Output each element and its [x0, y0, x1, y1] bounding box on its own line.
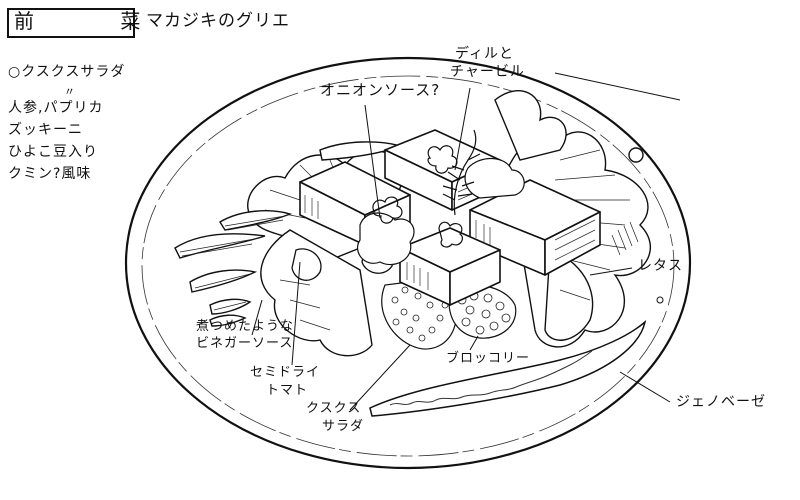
leader-lines	[251, 72, 681, 411]
note-line: ズッキーニ	[8, 122, 83, 138]
sauce-dot	[628, 147, 644, 163]
label-broccoli: ブロッコリー	[446, 351, 531, 366]
couscous-grains	[391, 286, 449, 342]
note-line: ○クスクスサラダ	[8, 64, 126, 80]
label-lettuce: レタス	[638, 258, 683, 274]
note-line: ひよこ豆入り	[8, 144, 98, 160]
label-genovese: ジェノベーゼ	[676, 394, 766, 410]
onion-sauce-2	[464, 157, 525, 199]
label-tomato-2: トマト	[266, 383, 309, 398]
sauce-dot-small	[656, 296, 664, 304]
label-dill-chervil-1: ディルと	[455, 46, 515, 62]
label-vinegar-1: 煮つめたような	[196, 319, 295, 334]
label-dill-chervil-2: チャービル	[450, 64, 525, 80]
note-line: クミン?風味	[8, 166, 92, 182]
label-vinegar-2: ビネガーソース	[196, 336, 294, 351]
label-tomato-1: セミドライ	[250, 365, 321, 380]
onion-sauce	[357, 212, 415, 266]
plate-inner-rim	[141, 75, 675, 457]
label-onion-sauce: オニオンソース?	[320, 81, 441, 99]
genovese-sauce	[369, 319, 647, 417]
label-couscous-1: クスクス	[306, 401, 362, 416]
course-box	[7, 8, 135, 38]
vinegar-sauce-swooshes	[174, 141, 403, 327]
note-line: 人参,パプリカ	[8, 100, 104, 116]
plate-rim	[124, 56, 692, 470]
note-line: 〃	[64, 85, 76, 98]
genovese-texture	[389, 350, 593, 406]
vinegar-hatch	[179, 215, 286, 311]
dill-chervil-garnish	[372, 129, 481, 248]
course-label: 前 菜	[14, 9, 181, 33]
ingredient-notes: ○クスクスサラダ 〃 人参,パプリカ ズッキーニ ひよこ豆入り クミン?風味	[8, 64, 125, 188]
dish-title: マカジキのグリエ	[146, 11, 290, 31]
label-couscous-2: サラダ	[322, 419, 365, 434]
